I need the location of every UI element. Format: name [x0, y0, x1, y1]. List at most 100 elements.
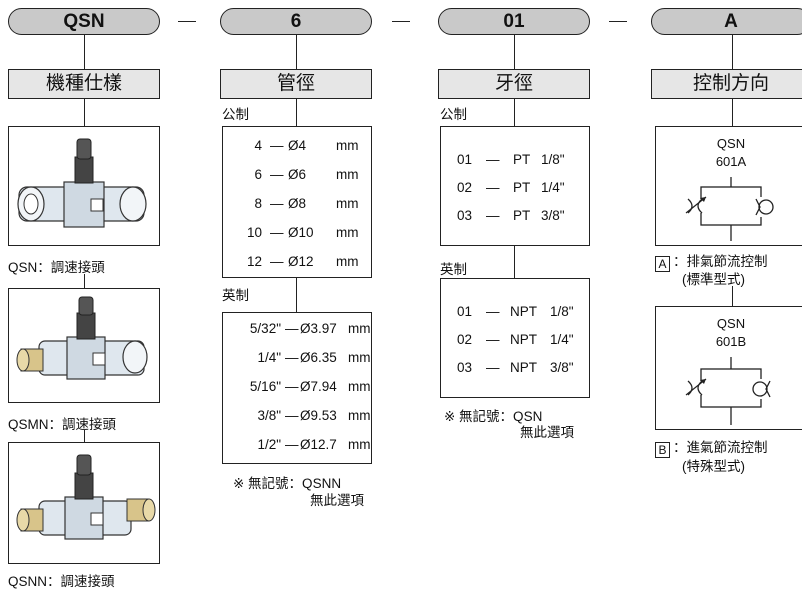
row-size: 1/4" — [550, 332, 574, 347]
row-code: 02 — [457, 180, 473, 195]
row-value: Ø3.97 — [300, 321, 337, 336]
row-unit: mm — [348, 379, 371, 394]
row-separator: — — [486, 332, 500, 347]
row-value: Ø9.53 — [300, 408, 337, 423]
row-code: 1/2" — [257, 437, 281, 452]
row-size: 3/8" — [550, 360, 574, 375]
row-unit: mm — [336, 138, 359, 153]
direction-desc: ：排氣節流控制 — [673, 254, 768, 269]
connector-line — [514, 35, 516, 69]
model-name: QSN — [716, 136, 746, 151]
connector-line — [732, 35, 734, 69]
note-line: 無此選項 — [310, 493, 364, 508]
row-value: Ø6.35 — [300, 350, 337, 365]
label-metric: 公制 — [440, 107, 467, 122]
row-code: 03 — [457, 208, 473, 223]
row-separator: — — [285, 379, 299, 394]
code-pill-tube: 6 — [220, 8, 372, 35]
row-code: 12 — [246, 254, 262, 269]
header-tube: 管徑 — [220, 69, 372, 99]
row-unit: mm — [348, 408, 371, 423]
row-separator: — — [486, 360, 500, 375]
row-value: PT — [513, 208, 531, 223]
direction-box-b: QSN 601B — [655, 306, 802, 430]
direction-desc: ：進氣節流控制 — [673, 440, 768, 455]
row-code: 4 — [254, 138, 262, 153]
connector-line — [514, 99, 516, 126]
row-size: 3/8" — [541, 208, 565, 223]
row-unit: mm — [336, 254, 359, 269]
product-caption: QSMN：調速接頭 — [8, 417, 116, 432]
flow-control-symbol-icon — [685, 357, 772, 425]
row-code: 3/8" — [257, 408, 281, 423]
header-thread: 牙徑 — [438, 69, 590, 99]
connector-line — [732, 286, 734, 306]
connector-line — [296, 35, 298, 69]
connector-line — [296, 278, 298, 312]
row-code: 5/16" — [249, 379, 281, 394]
product-caption: QSNN：調速接頭 — [8, 574, 115, 589]
direction-type: (標準型式) — [682, 272, 745, 287]
row-unit: mm — [348, 350, 371, 365]
note-line: ※ 無記號：QSN — [444, 409, 543, 424]
row-unit: mm — [348, 321, 371, 336]
row-size: 1/8" — [550, 304, 574, 319]
row-separator: — — [285, 321, 299, 336]
connector-line — [84, 35, 86, 69]
product-caption: QSN：調速接頭 — [8, 260, 105, 275]
connector-line — [732, 99, 734, 126]
row-code: 01 — [457, 304, 473, 319]
option-key: A — [655, 256, 670, 272]
direction-caption: A：排氣節流控制 — [655, 250, 768, 272]
row-unit: mm — [348, 437, 371, 452]
row-code: 8 — [254, 196, 262, 211]
product-image-qsn — [8, 126, 160, 246]
row-separator: — — [270, 225, 284, 240]
row-separator: — — [270, 254, 284, 269]
code-pill-thread: 01 — [438, 8, 590, 35]
row-size: 1/8" — [541, 152, 565, 167]
row-value: NPT — [510, 332, 537, 347]
row-value: Ø7.94 — [300, 379, 337, 394]
header-model: 機種仕樣 — [8, 69, 160, 99]
connector-line — [514, 246, 516, 278]
model-name: QSN — [716, 316, 746, 331]
label-metric: 公制 — [222, 107, 249, 122]
row-separator: — — [285, 437, 299, 452]
connector-line — [84, 99, 86, 126]
row-code: 03 — [457, 360, 473, 375]
row-separator: — — [270, 167, 284, 182]
row-code: 01 — [457, 152, 473, 167]
row-value: NPT — [510, 304, 537, 319]
thread-imperial-box — [440, 278, 590, 398]
speed-controller-tee-icon — [17, 138, 147, 228]
row-unit: mm — [336, 196, 359, 211]
row-value: Ø12.7 — [300, 437, 337, 452]
row-separator: — — [486, 180, 500, 195]
speed-controller-male-thread-icon — [16, 296, 148, 380]
row-separator: — — [285, 350, 299, 365]
direction-caption: B：進氣節流控制 — [655, 436, 768, 458]
row-separator: — — [270, 138, 284, 153]
direction-box-a: QSN 601A — [655, 126, 802, 246]
model-number: 601A — [715, 154, 747, 169]
row-value: PT — [513, 180, 531, 195]
connector-line — [296, 99, 298, 126]
row-value: Ø12 — [288, 254, 314, 269]
code-pill-direction: A — [651, 8, 802, 35]
tube-metric-box — [222, 126, 372, 278]
row-separator: — — [486, 208, 500, 223]
separator-dash — [178, 21, 196, 23]
row-code: 02 — [457, 332, 473, 347]
row-code: 6 — [254, 167, 262, 182]
header-direction: 控制方向 — [651, 69, 802, 99]
row-code: 1/4" — [257, 350, 281, 365]
note-line: 無此選項 — [520, 425, 574, 440]
product-image-qsnn — [8, 442, 160, 564]
connector-line — [84, 274, 86, 288]
row-separator: — — [285, 408, 299, 423]
label-imperial: 英制 — [440, 262, 467, 277]
row-code: 5/32" — [249, 321, 281, 336]
code-pill-series: QSN — [8, 8, 160, 35]
row-value: PT — [513, 152, 531, 167]
